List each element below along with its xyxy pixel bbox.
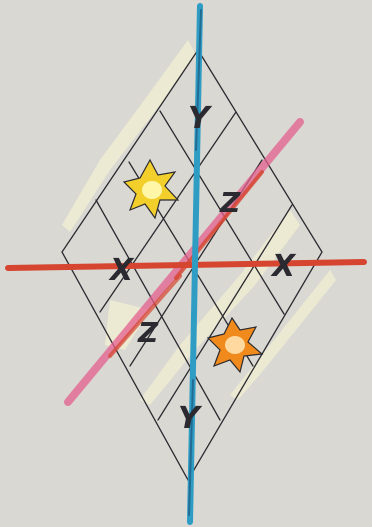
z-label-lower: Z [137, 316, 159, 349]
x-label-left: X [108, 253, 135, 288]
y-label-top: Y [188, 101, 213, 136]
y-label-bottom: Y [178, 401, 203, 436]
z-label-upper: Z [219, 186, 241, 219]
x-label-right: X [270, 249, 297, 284]
